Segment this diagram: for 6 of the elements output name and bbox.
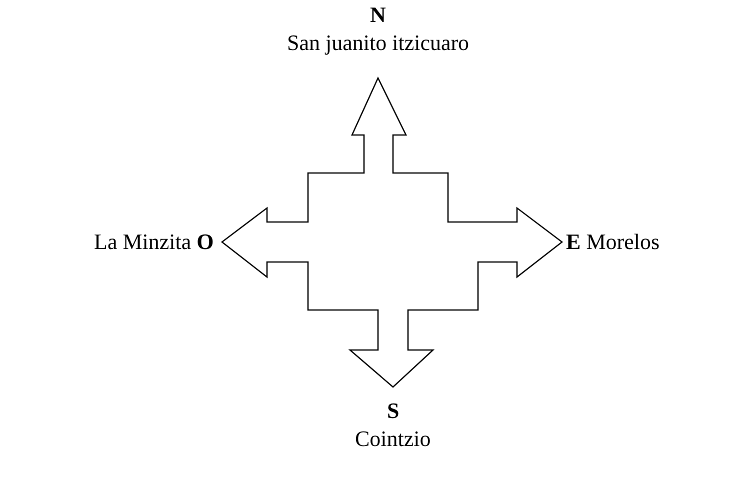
place-name: Cointzio	[355, 426, 431, 452]
direction-letter: S	[387, 398, 400, 424]
place-name: San juanito itzicuaro	[287, 30, 470, 56]
place-name: E Morelos	[566, 229, 660, 255]
direction-letter: N	[370, 2, 386, 28]
place-name: La Minzita O	[94, 229, 214, 255]
